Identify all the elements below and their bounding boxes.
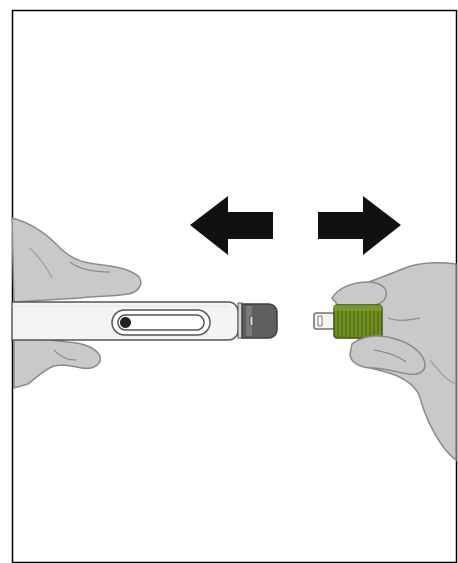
left-hand [11,217,142,389]
pen-tip [241,303,278,339]
pen-window [111,309,211,336]
pen-needle [313,304,383,339]
right-thumb [349,335,426,376]
right-arrow-icon [318,196,401,255]
left-arrow-icon [190,196,273,255]
pen-body [11,301,243,341]
